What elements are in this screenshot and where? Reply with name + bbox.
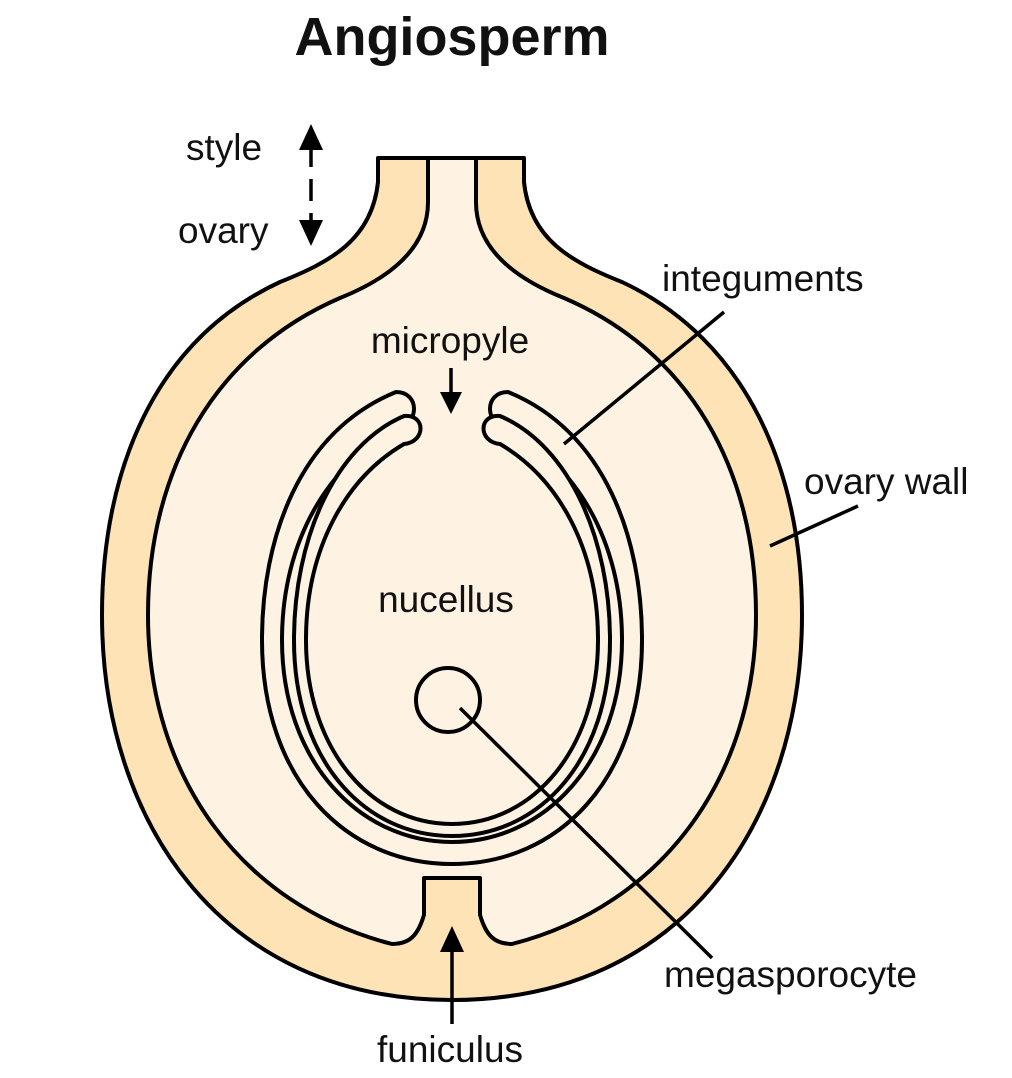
ovary-arrow-head [299,220,323,246]
label-megasporocyte: megasporocyte [664,954,917,995]
label-ovary-wall: ovary wall [804,461,969,502]
funiculus-stalk [392,880,512,946]
label-micropyle: micropyle [371,320,529,361]
label-nucellus: nucellus [378,579,514,620]
funiculus-arrow-head [440,926,464,952]
integuments-leader-line [562,310,726,446]
megasporocyte-leader-line [458,706,714,960]
ovary-wall-leader-line [769,504,859,548]
micropyle-arrow-head [440,392,462,414]
label-funiculus: funiculus [377,1029,523,1070]
label-ovary: ovary [178,210,269,251]
style-arrow-head [299,124,323,150]
megasporocyte-cell [414,666,482,734]
inner-integument [292,413,612,838]
label-integuments: integuments [662,258,864,299]
label-style: style [186,127,262,168]
diagram-title: Angiosperm [294,7,609,67]
